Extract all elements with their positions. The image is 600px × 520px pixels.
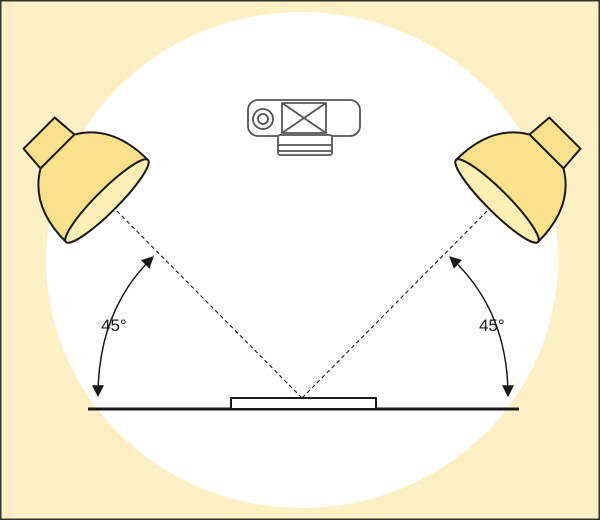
left-angle-arc bbox=[92, 256, 154, 398]
right-angle-label: 45° bbox=[479, 316, 505, 335]
subject-platform bbox=[230, 397, 377, 410]
backdrop-circle bbox=[46, 12, 558, 508]
right-angle-arc bbox=[449, 256, 514, 398]
left-angle-label: 45° bbox=[101, 316, 127, 335]
camera-icon bbox=[247, 99, 361, 156]
lamp-icon bbox=[454, 116, 582, 244]
lamp-icon bbox=[22, 116, 150, 244]
